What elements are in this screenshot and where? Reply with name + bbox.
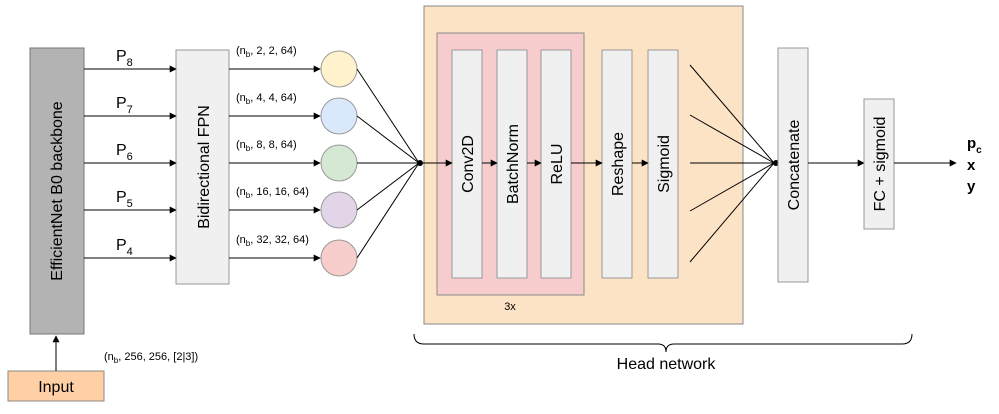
level-shape-label: (nb, 4, 4, 64) bbox=[236, 92, 297, 106]
concatenate-label: Concatenate bbox=[786, 120, 803, 211]
head-network-brace bbox=[413, 333, 913, 353]
level-label: P4 bbox=[116, 237, 133, 258]
concatenate-box[interactable] bbox=[777, 47, 809, 283]
level-label: P7 bbox=[116, 95, 133, 116]
input-label: Input bbox=[38, 379, 74, 396]
fc-sigmoid-label: FC + sigmoid bbox=[872, 117, 889, 212]
fpn-label: Bidirectional FPN bbox=[196, 105, 213, 229]
sigmoid-box[interactable] bbox=[647, 49, 679, 279]
feature-node[interactable] bbox=[320, 50, 358, 88]
edge-to-head-merge bbox=[356, 68, 420, 164]
level-label: P8 bbox=[116, 48, 133, 69]
sigmoid-label: Sigmoid bbox=[656, 135, 673, 193]
edge-to-head-merge bbox=[356, 115, 420, 164]
feature-node[interactable] bbox=[320, 191, 358, 229]
output-pc: pc bbox=[967, 135, 982, 156]
feature-node[interactable] bbox=[320, 97, 358, 135]
level-shape-label: (nb, 8, 8, 64) bbox=[236, 139, 297, 153]
relu-label: ReLU bbox=[549, 144, 566, 185]
reshape-box[interactable] bbox=[601, 49, 633, 279]
fan-to-concat bbox=[689, 64, 775, 263]
repeat-label: 3x bbox=[504, 301, 516, 313]
backbone-box[interactable] bbox=[29, 47, 85, 335]
backbone-label: EfficientNet B0 backbone bbox=[49, 101, 66, 280]
feature-levels: P8 (nb, 2, 2, 64) P7 (nb, 4, 4, 64) P6 (nb, 8… bbox=[84, 45, 420, 277]
edge-to-head-merge bbox=[356, 162, 420, 211]
reshape-label: Reshape bbox=[610, 132, 627, 196]
level-shape-label: (nb, 32, 32, 64) bbox=[236, 234, 309, 248]
fc-sigmoid-box[interactable] bbox=[863, 98, 895, 230]
batchnorm-box[interactable] bbox=[496, 49, 528, 279]
fpn-box[interactable] bbox=[175, 49, 230, 285]
feature-node[interactable] bbox=[320, 144, 358, 182]
level-shape-label: (nb, 2, 2, 64) bbox=[236, 45, 297, 59]
input-shape-label: (nb, 256, 256, [2|3]) bbox=[104, 351, 198, 365]
batchnorm-label: BatchNorm bbox=[505, 124, 522, 204]
feature-node[interactable] bbox=[320, 239, 358, 277]
edge-to-head-merge bbox=[356, 162, 420, 259]
output-y: y bbox=[967, 178, 976, 195]
relu-box[interactable] bbox=[540, 49, 572, 279]
level-shape-label: (nb, 16, 16, 64) bbox=[236, 186, 309, 200]
output-x: x bbox=[967, 157, 976, 174]
level-label: P6 bbox=[116, 142, 133, 163]
conv2d-label: Conv2D bbox=[460, 135, 477, 193]
head-network-label: Head network bbox=[617, 356, 717, 373]
merge-point-head bbox=[417, 160, 423, 166]
level-label: P5 bbox=[116, 189, 133, 210]
conv2d-box[interactable] bbox=[451, 49, 483, 279]
